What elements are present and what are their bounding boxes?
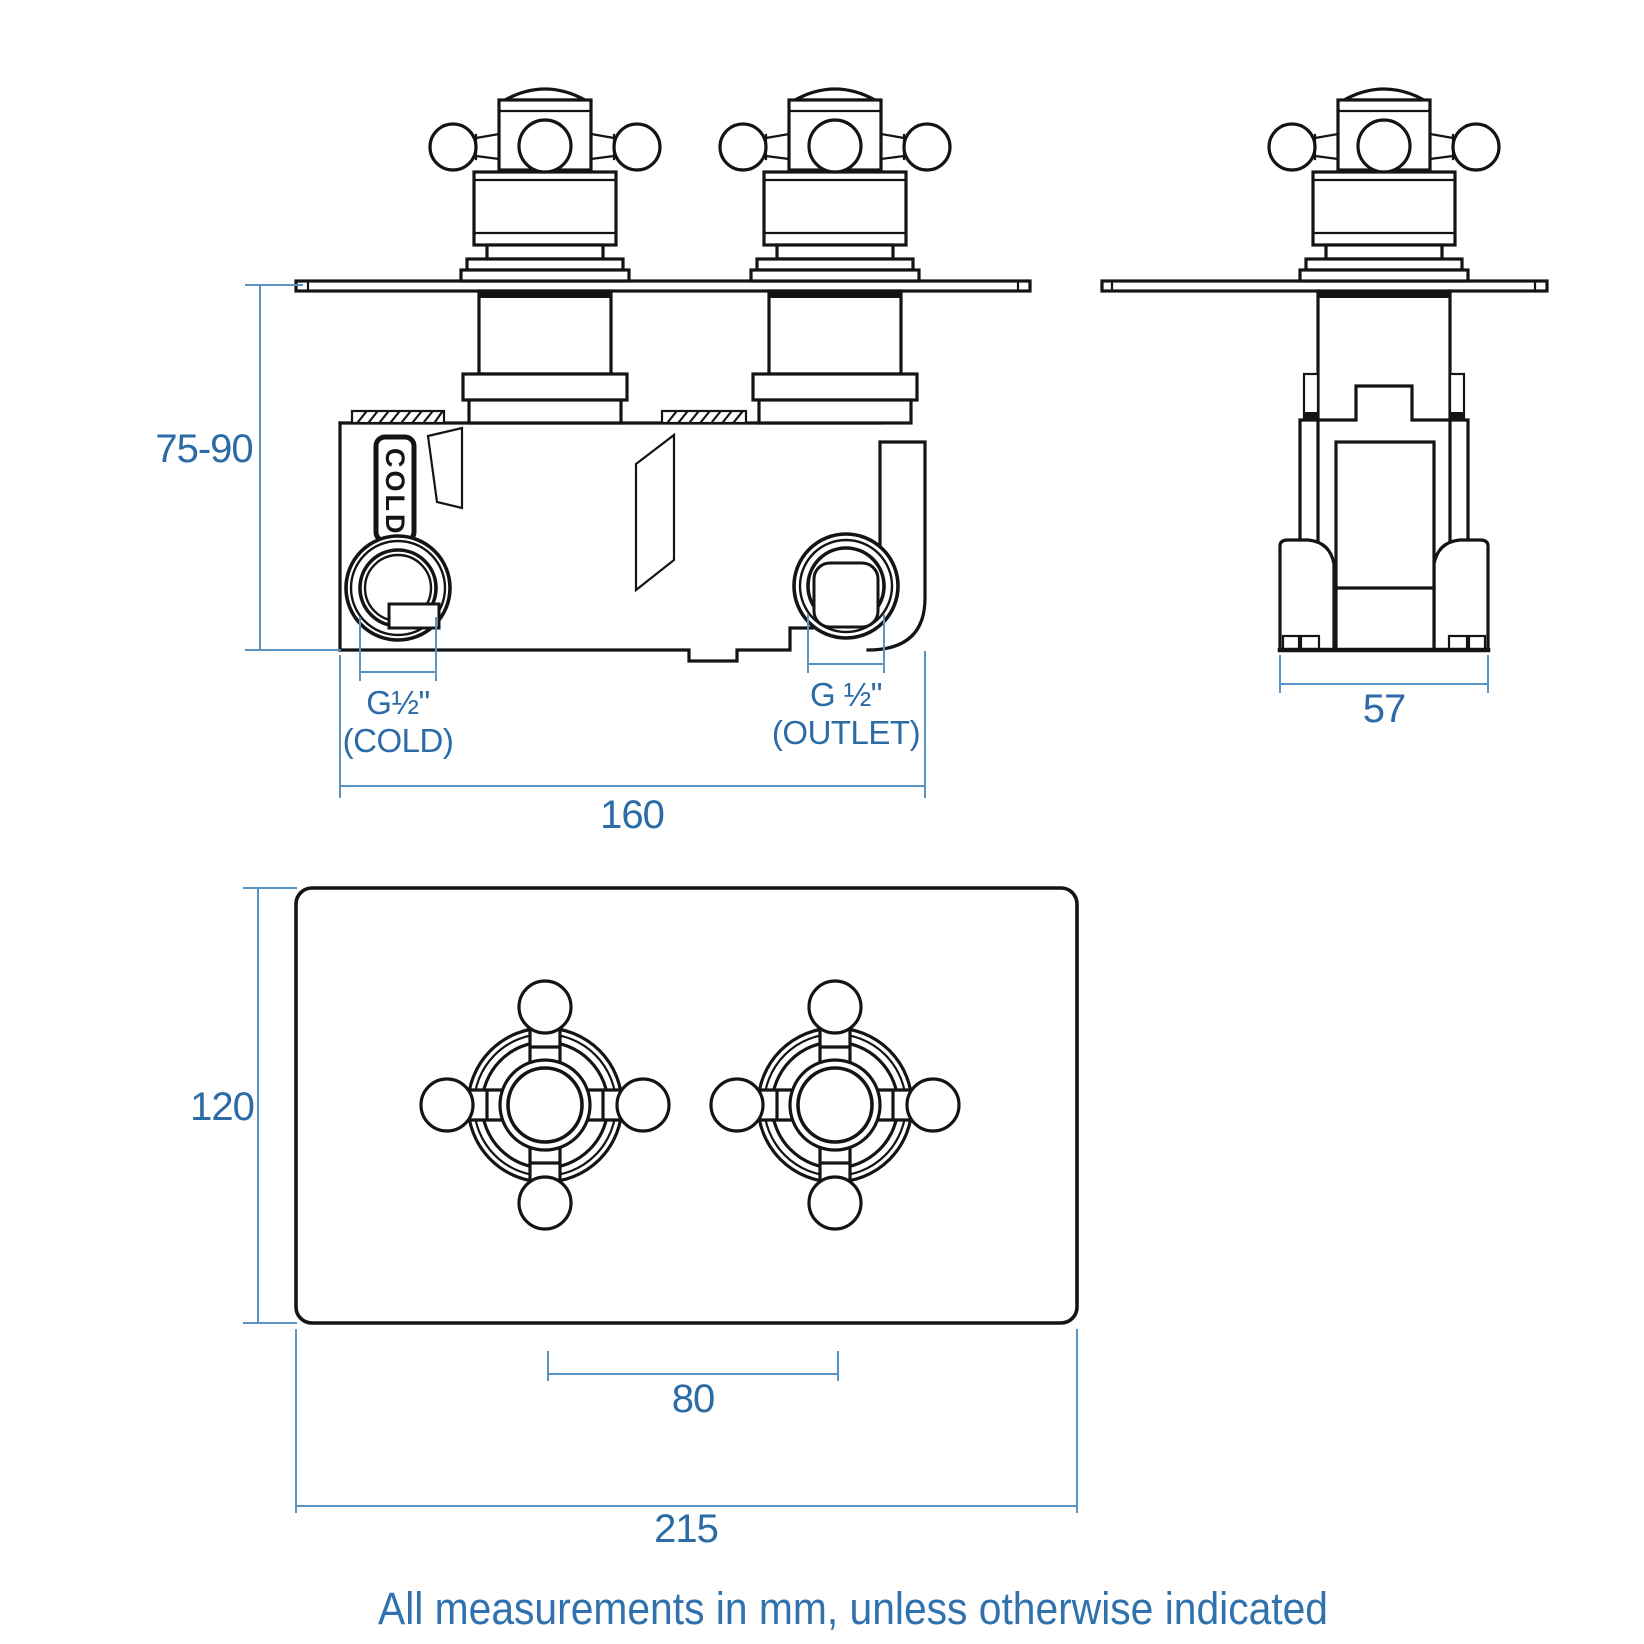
valve-column-left: [461, 289, 629, 425]
cold-label: COLD: [373, 434, 417, 544]
dimension-valve-width-value: 160: [600, 793, 664, 837]
side-view: 57: [1100, 87, 1549, 731]
body-tab: [426, 426, 464, 510]
dimension-valve-width: 160: [339, 651, 926, 837]
dimension-outlet: G ½" (OUTLET): [772, 614, 921, 751]
cold-inlet-port: [344, 534, 452, 642]
dimension-cold-inlet: G½" (COLD): [343, 617, 454, 759]
cold-label-text: COLD: [380, 448, 410, 537]
dimension-handle-spacing: 80: [547, 1351, 839, 1421]
valve-column-right: [751, 289, 919, 425]
cross-handle-front-right: [718, 87, 952, 283]
dimension-side-depth: 57: [1279, 655, 1489, 731]
outlet-name-label: (OUTLET): [772, 714, 920, 751]
dimension-side-depth-value: 57: [1363, 687, 1406, 731]
dimension-plate-width-value: 215: [654, 1507, 718, 1551]
outlet-port: [792, 532, 900, 640]
dimension-plate-height: 120: [190, 887, 297, 1324]
front-view: COLD: [155, 87, 1032, 837]
dimension-plate-width: 215: [295, 1329, 1078, 1551]
inlet-name-label: (COLD): [343, 722, 454, 759]
dimension-depth-range-value: 75-90: [155, 427, 252, 471]
dimension-handle-spacing-value: 80: [672, 1377, 715, 1421]
outlet-size-label: G ½": [810, 676, 882, 713]
valve-body-side: [1277, 289, 1491, 653]
body-section-strip: [634, 432, 676, 593]
inlet-size-label: G½": [366, 684, 429, 721]
valve-body: COLD: [338, 409, 927, 663]
cross-handle-front-left: [428, 87, 662, 283]
faceplate-view: 120 80 215: [190, 886, 1079, 1551]
footer-note: All measurements in mm, unless otherwise…: [378, 1583, 1328, 1634]
dimension-depth-range: 75-90: [155, 284, 341, 651]
dimension-plate-height-value: 120: [190, 1085, 254, 1129]
faceplate: [294, 886, 1079, 1325]
cross-handle-side: [1267, 87, 1501, 283]
